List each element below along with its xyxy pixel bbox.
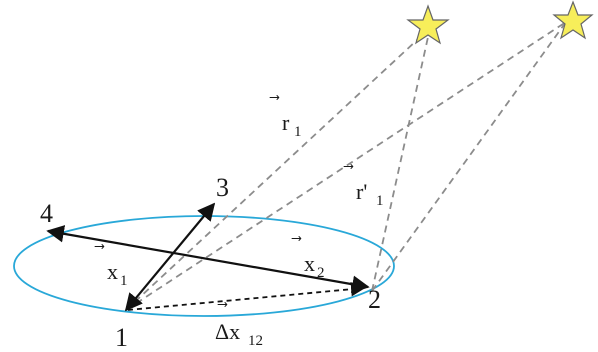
x2-arrow-accent: ⃗ xyxy=(291,236,302,241)
x1-sub: 1 xyxy=(120,273,128,289)
star-icon xyxy=(552,0,594,40)
delta-x12-vector-label: ⃗ Δx 12 xyxy=(215,302,263,349)
orbit-ellipse xyxy=(13,215,395,317)
x2-letter: x xyxy=(304,251,315,276)
r1p-sub: 1 xyxy=(376,193,384,209)
x2-sub: 2 xyxy=(317,265,325,281)
x1-vector-label: ⃗ x 1 xyxy=(94,244,128,289)
point-1-label: 1 xyxy=(115,323,128,352)
dx12-sub: 12 xyxy=(248,333,263,349)
r1-letter: r xyxy=(282,110,290,135)
r1-arrow-accent: ⃗ xyxy=(269,95,280,100)
ray-line-4 xyxy=(371,21,567,292)
x2-vector-arrow xyxy=(46,225,370,293)
r1-prime-vector-label: ⃗ r' 1 xyxy=(343,164,384,209)
point-4-label: 4 xyxy=(40,199,53,228)
delta-x12-line xyxy=(127,282,366,311)
x1-letter: x xyxy=(107,259,118,284)
dx12-arrow-accent: ⃗ xyxy=(217,302,228,307)
ray-line-1 xyxy=(125,27,431,311)
x1-arrow-accent: ⃗ xyxy=(94,244,105,249)
ray-line-3 xyxy=(371,27,431,292)
r1-sub: 1 xyxy=(294,124,302,140)
r1-vector-label: ⃗ r 1 xyxy=(269,95,302,140)
dx12-letter: Δx xyxy=(215,319,240,344)
point-3-label: 3 xyxy=(216,173,229,202)
point-2-label: 2 xyxy=(368,285,381,314)
star-icon xyxy=(406,4,450,45)
ray-line-2 xyxy=(125,21,567,311)
r1p-letter: r' xyxy=(356,179,367,204)
